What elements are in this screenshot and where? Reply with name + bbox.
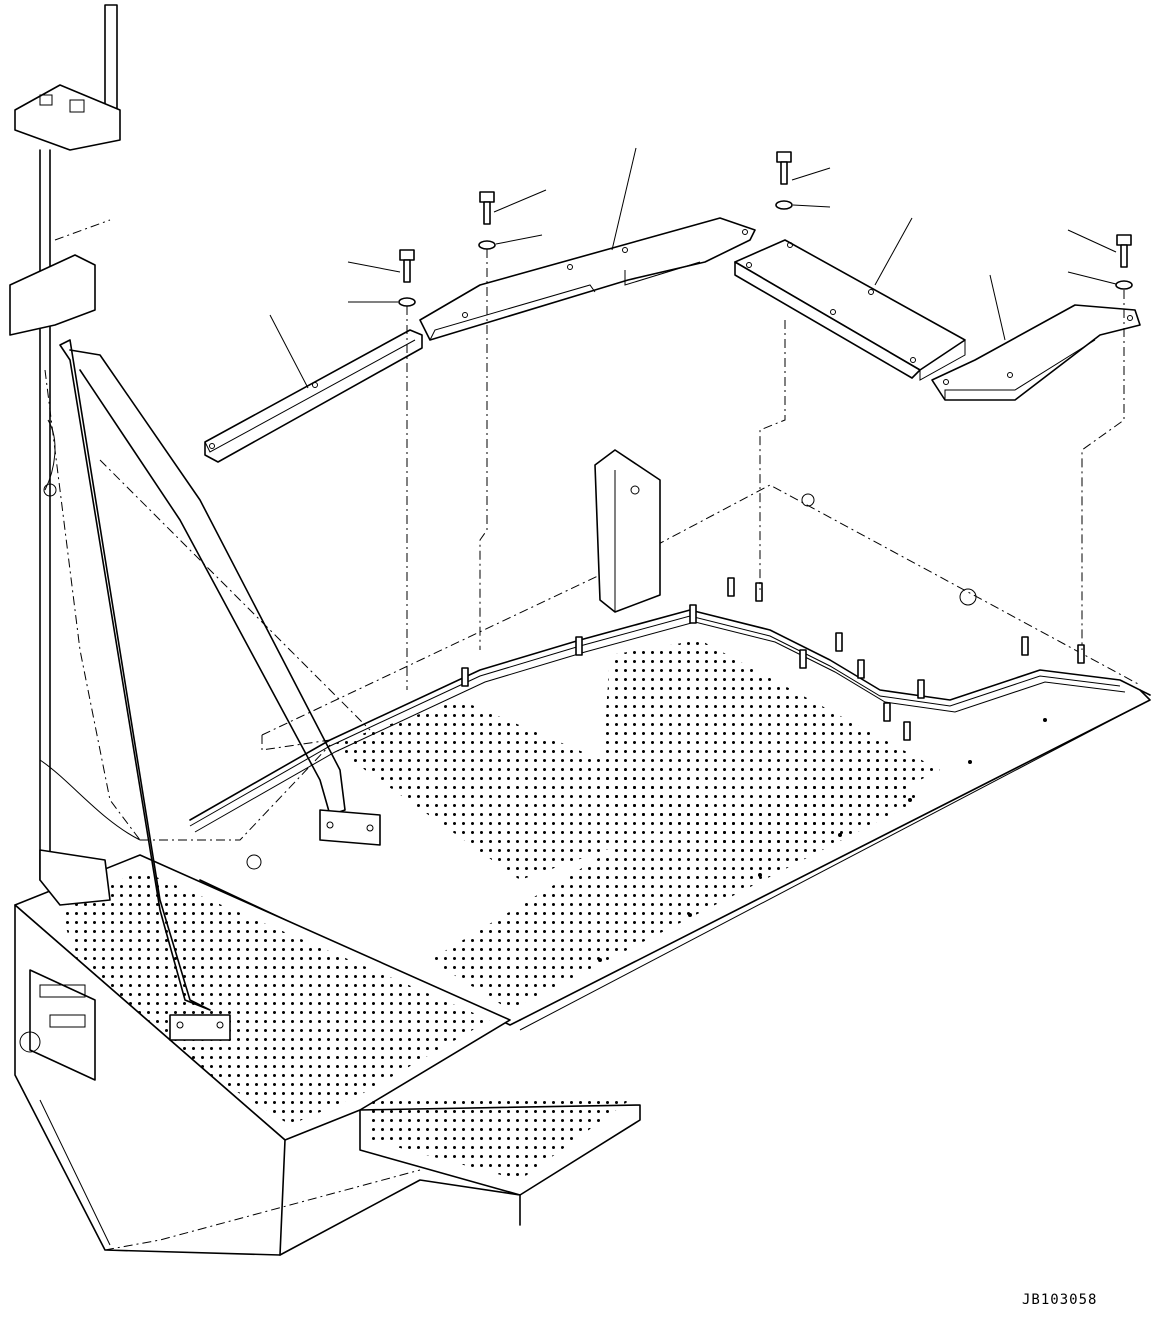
drawing-number: JB103058 [1022,1292,1098,1308]
bolt-4 [1115,234,1133,290]
handrail-base-front [169,1014,231,1041]
box-top-perforation [60,870,490,1125]
assembly-lines [406,249,1125,690]
cover-angle-left [204,329,423,463]
bolt-3 [775,151,793,210]
handrail-base-rear [319,809,381,846]
floor-deck [199,484,1151,1031]
control-post [9,4,141,906]
bolt-1 [398,249,416,307]
reference-line-lower [140,744,331,841]
box-front-hole [19,1031,41,1053]
edge-bolt-row [598,718,1047,962]
deck-hole-1 [801,493,815,507]
reference-line-left [54,219,371,731]
bolt-2 [478,191,496,250]
cover-box-center-right [734,239,966,381]
left-box [14,854,641,1256]
mount-bracket [9,254,96,336]
wire-harness [189,577,1151,833]
cover-right [931,304,1141,401]
center-bracket-post [594,449,661,613]
perforated-panel-right [430,760,920,1010]
perforated-panel-middle [330,700,720,880]
washer-3 [775,200,793,210]
washer-1 [398,297,416,307]
post-base-mount [39,849,111,906]
leader-lines [269,147,1117,389]
cover-long-center [419,217,756,341]
harness-posts [461,577,1085,741]
deck-hole-2 [959,588,977,606]
washer-4 [1115,280,1133,290]
handrail [59,339,381,1041]
antenna-rod [104,4,118,121]
deck-hole-3 [246,854,262,870]
washer-2 [478,240,496,250]
control-head [14,84,121,151]
